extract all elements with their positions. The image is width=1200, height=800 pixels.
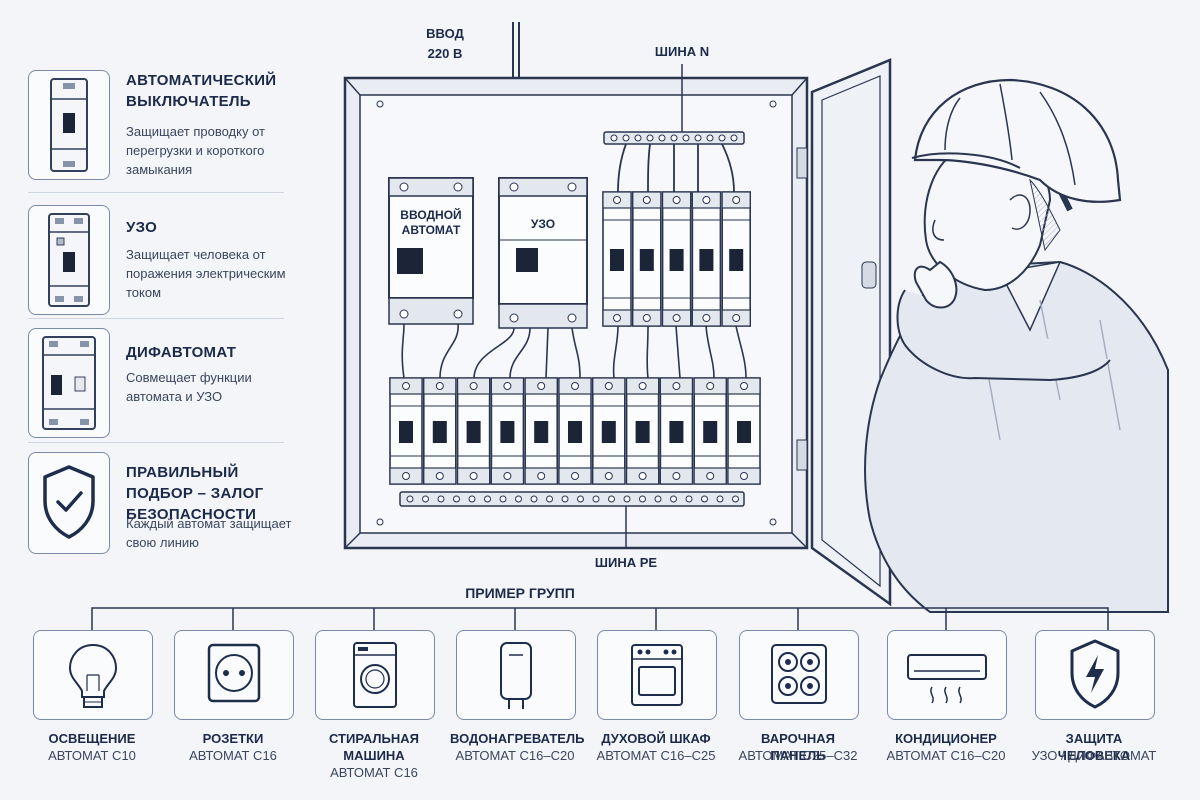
air-conditioner-icon [887,630,1007,720]
shield-check-icon [28,452,110,554]
breaker-module [456,377,491,485]
group-rating: АВТОМАТ С16–С25 [596,748,716,763]
bus-terminal [639,495,646,503]
lower-breaker-row [389,377,761,485]
bus-terminal [499,495,507,503]
group-rating: АВТОМАТ С16–С20 [886,748,1006,763]
bus-terminal [592,495,600,503]
card-rcd: УЗО Защищает человека от поражения элект… [28,205,288,315]
divider [28,192,284,193]
bus-terminal [716,495,724,503]
breaker-module [524,377,559,485]
bus-terminal [732,495,739,503]
card-title: ДИФАВТОМАТ [126,344,237,361]
group-name: ЗАЩИТА ЧЕЛОВЕКА [1057,731,1131,763]
breaker-module [558,377,592,485]
electrician-figure [864,78,1169,613]
bus-terminal [453,495,460,503]
circuit-breaker-icon [28,70,110,180]
neutral-bus [603,64,745,145]
bus-terminal [561,495,569,503]
breaker-module [661,191,692,327]
input-label-line: ВВОД [426,26,464,41]
group-rating: АВТОМАТ С16 [189,748,277,763]
lightbulb-icon [33,630,153,720]
bus-terminal [623,495,631,503]
rcd-label: УЗО [530,217,556,231]
breaker-module [727,377,761,485]
bus-terminal [670,495,677,503]
card-circuit-breaker: АВТОМАТИЧЕСКИЙ ВЫКЛЮЧАТЕЛЬ Защищает пров… [28,70,288,180]
bus-terminal [484,495,491,503]
input-voltage-label: 220 В [427,46,463,61]
breaker-module [490,377,525,485]
group-name: ДУХОВОЙ ШКАФ [601,731,711,746]
group-connector [91,607,1109,630]
bus-terminal [685,495,693,503]
upper-breaker-row [602,191,752,327]
bus-terminal [608,495,615,503]
group-name: СТИРАЛЬНАЯ МАШИНА [328,731,419,763]
group-rating: АВТОМАТ С10 [48,748,136,763]
water-heater-icon [456,630,576,720]
bus-n-label: ШИНА N [654,44,710,59]
card-description: Каждый автомат защищает свою линию [126,516,292,550]
breaker-module [721,191,752,327]
breaker-module [659,377,694,485]
oven-icon [597,630,717,720]
shield-lightning-icon [1035,630,1155,720]
card-description: Защищает человека от поражения электриче… [126,247,286,300]
washing-machine-icon [315,630,435,720]
socket-icon [174,630,294,720]
divider [28,318,284,319]
card-description: Защищает проводку от перегрузки и коротк… [126,124,265,177]
breaker-module [625,377,660,485]
card-rcbo: ДИФАВТОМАТ Совмещает функции автомата и … [28,328,288,438]
group-name: РОЗЕТКИ [202,731,264,746]
bus-terminal [654,495,662,503]
group-name: ВАРОЧНАЯ ПАНЕЛЬ [761,731,835,763]
group-rating: УЗО / ДИФАВТОМАТ [1031,748,1157,763]
divider [28,442,284,443]
breaker-module [389,377,423,485]
bus-terminal [701,495,708,503]
breaker-module [631,191,662,327]
main-breaker-label: ВВОДНОЙ АВТОМАТ [400,208,462,237]
group-name: ОСВЕЩЕНИЕ [48,731,136,746]
group-name: КОНДИЦИОНЕР [895,731,997,746]
bus-terminal [515,495,522,503]
bus-terminal [406,495,414,503]
bus-terminal [530,495,538,503]
bus-terminal [422,495,429,503]
card-title: АВТОМАТИЧЕСКИЙ ВЫКЛЮЧАТЕЛЬ [126,72,277,110]
groups-title: ПРИМЕР ГРУПП [465,585,575,601]
group-rating: АВТОМАТ С16 [330,765,418,780]
card-title: ПРАВИЛЬНЫЙ ПОДБОР – ЗАЛОГ БЕЗОПАСНОСТИ [126,464,264,523]
group-name: ВОДОНАГРЕВАТЕЛЬ [450,731,585,746]
bus-terminal [577,495,584,503]
breaker-module [693,377,728,485]
breaker-module [422,377,457,485]
breaker-module [602,191,632,327]
breaker-module [691,191,722,327]
cooktop-icon [739,630,859,720]
bus-terminal [437,495,445,503]
breaker-module [591,377,626,485]
rcd-module [498,177,588,329]
group-rating: АВТОМАТ С25–С32 [738,748,858,763]
bus-pe-label: ШИНА PE [594,555,658,570]
card-description: Совмещает функции автомата и УЗО [126,370,252,404]
rcd-icon [28,205,110,315]
pe-bus [399,491,745,548]
card-title: УЗО [126,219,158,236]
rcbo-icon [28,328,110,438]
card-safety: ПРАВИЛЬНЫЙ ПОДБОР – ЗАЛОГ БЕЗОПАСНОСТИ К… [28,452,291,554]
main-breaker [388,177,474,325]
bus-terminal [546,495,553,503]
input-label: ВВОД 220 В [415,24,475,64]
group-rating: АВТОМАТ С16–С20 [455,748,575,763]
bus-terminal [468,495,476,503]
